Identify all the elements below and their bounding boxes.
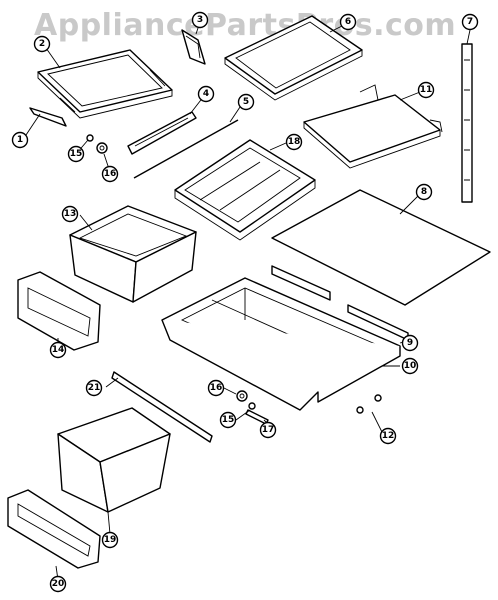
callout-6: 6 [339,13,357,31]
part-2-shelf [37,49,173,119]
callout-4-label: 4 [203,89,209,99]
callout-7-label: 7 [467,17,473,27]
callout-14-label: 14 [52,345,65,355]
callout-4: 4 [197,85,215,103]
callout-2-label: 2 [39,39,45,49]
callout-5-label: 5 [243,97,249,107]
callout-2: 2 [33,35,51,53]
callout-20: 20 [49,575,67,593]
callout-13: 13 [61,205,79,223]
callout-12: 12 [379,427,397,445]
callout-15a: 15 [67,145,85,163]
part-6-shelf [224,15,363,101]
part-10-frame [161,277,401,411]
part-5-rod [133,119,239,179]
part-11-shelf [303,84,443,169]
callout-18-label: 18 [288,137,301,147]
part-8-glass [271,189,491,306]
callout-19-label: 19 [104,535,117,545]
callout-14: 14 [49,341,67,359]
callout-17: 17 [259,421,277,439]
callout-8-label: 8 [421,187,427,197]
callout-6-label: 6 [345,17,351,27]
part-17-pin [245,409,269,425]
part-16-bearing-lower [236,390,248,402]
part-1-clip [29,107,67,127]
callout-16a: 16 [101,165,119,183]
callout-12-label: 12 [382,431,395,441]
callout-8: 8 [415,183,433,201]
callout-10: 10 [401,357,419,375]
callout-5: 5 [237,93,255,111]
callout-20-label: 20 [52,579,65,589]
callout-11: 11 [417,81,435,99]
callout-7: 7 [461,13,479,31]
callout-9: 9 [401,334,419,352]
part-13-crisper [69,205,197,303]
callout-10-label: 10 [404,361,417,371]
callout-21: 21 [85,379,103,397]
part-7-rail [461,43,473,203]
callout-16b: 16 [207,379,225,397]
callout-15b-label: 15 [222,415,235,425]
part-12-screws [356,394,382,414]
callout-16b-label: 16 [210,383,223,393]
part-3-bracket [181,29,206,65]
callout-3: 3 [191,11,209,29]
callout-9-label: 9 [407,338,413,348]
callout-1-label: 1 [17,135,23,145]
callout-21-label: 21 [88,383,101,393]
part-19-crisper [57,407,171,513]
rail-left [271,265,331,301]
part-14-drawer-front [17,271,101,351]
part-21-rail [111,371,213,443]
callout-3-label: 3 [197,15,203,25]
part-20-drawer-front [7,489,101,569]
part-4-slide [127,111,197,155]
callout-15a-label: 15 [70,149,83,159]
part-18-tray [174,139,316,241]
callout-15b: 15 [219,411,237,429]
callout-18: 18 [285,133,303,151]
part-16-bearing-upper [96,142,108,154]
part-15-screw-upper [86,134,94,142]
callout-1: 1 [11,131,29,149]
callout-16a-label: 16 [104,169,117,179]
callout-19: 19 [101,531,119,549]
callout-13-label: 13 [64,209,77,219]
part-15-screw-lower [248,402,256,410]
callout-17-label: 17 [262,425,275,435]
watermark-text: AppliancePartsPros.com [34,8,457,43]
callout-11-label: 11 [420,85,433,95]
